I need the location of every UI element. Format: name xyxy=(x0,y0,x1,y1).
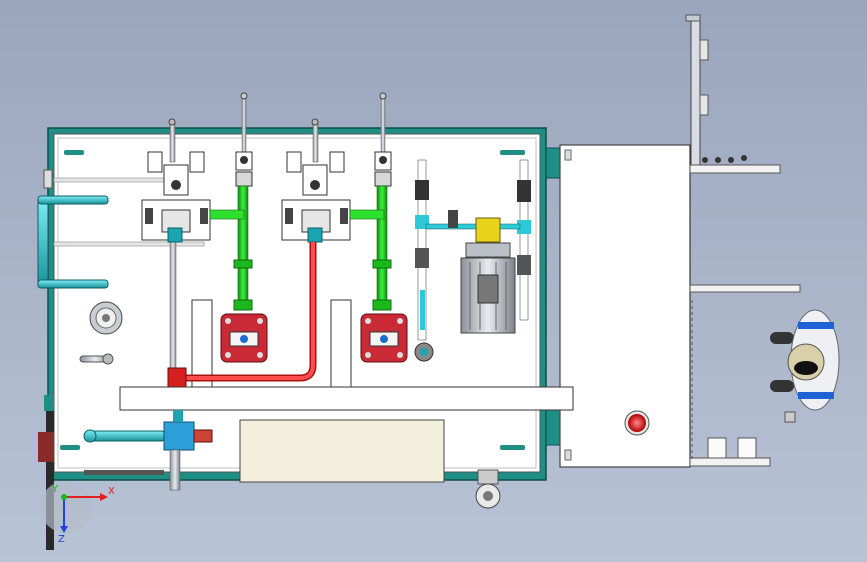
ball-valve-1[interactable] xyxy=(235,92,253,187)
side-handle[interactable] xyxy=(79,353,114,365)
control-box-rails xyxy=(689,155,801,467)
green-pipe-2 xyxy=(349,185,392,311)
cross-beam xyxy=(119,386,574,411)
horizontal-tee-line xyxy=(425,210,521,230)
mount-bracket-vertical xyxy=(685,14,709,166)
manifold-block-2[interactable] xyxy=(281,118,351,243)
control-box[interactable] xyxy=(559,144,691,468)
emergency-stop-button[interactable] xyxy=(624,410,650,436)
motor[interactable] xyxy=(460,217,516,334)
corner-slots xyxy=(60,150,525,450)
green-pipe-1 xyxy=(209,185,253,311)
axis-triad: X Y Z xyxy=(40,481,115,545)
ball-valve-2[interactable] xyxy=(374,92,392,187)
inspection-cover[interactable] xyxy=(239,419,445,483)
instrument-line-2 xyxy=(517,159,531,321)
accumulator-tank[interactable] xyxy=(770,309,840,423)
suction-line xyxy=(169,239,177,381)
axis-y-label: Y xyxy=(51,484,59,495)
axis-z-label: Z xyxy=(58,534,65,545)
pressure-gauge[interactable] xyxy=(89,301,123,335)
red-return-pipe xyxy=(167,242,317,389)
instrument-line-1 xyxy=(414,159,434,362)
manifold-block-1[interactable] xyxy=(141,118,211,243)
caster-wheel xyxy=(475,469,501,509)
left-drain-line xyxy=(38,395,54,550)
pump-guides xyxy=(191,299,352,389)
left-handle[interactable] xyxy=(37,169,109,289)
pump-2[interactable] xyxy=(360,313,408,363)
drain-manifold[interactable] xyxy=(83,410,213,491)
axis-x-label: X xyxy=(108,486,115,497)
pump-1[interactable] xyxy=(220,313,268,363)
